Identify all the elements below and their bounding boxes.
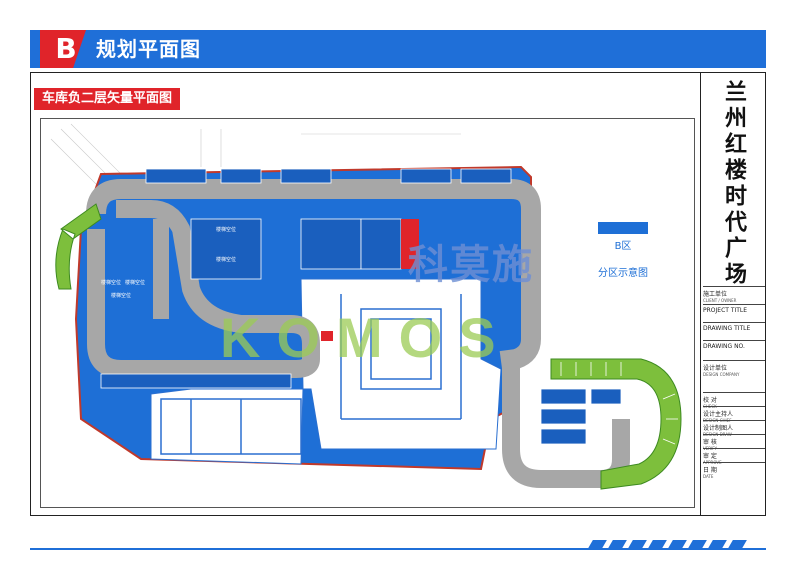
floor-plan-svg: 楼梯空位 楼梯空位 楼梯空位 楼梯空位 楼梯空位 <box>50 123 682 490</box>
title-block <box>700 72 766 516</box>
tb-row-drawing-title: DRAWING TITLE <box>703 322 765 338</box>
ramp-right <box>550 358 682 490</box>
legend-zone-label: B区 <box>614 241 632 252</box>
plan-label-stair-1: 楼梯空位 <box>216 226 236 233</box>
parking-stalls <box>100 168 622 445</box>
section-label: 车库负二层矢量平面图 <box>34 88 181 110</box>
project-name: 兰州红楼时代广场 <box>721 80 746 288</box>
drive-aisle-main <box>86 179 541 371</box>
tb-row-project-title: PROJECT TITLE <box>703 304 765 320</box>
header-bar <box>30 30 766 68</box>
drawing-frame <box>30 72 766 516</box>
ramp-left <box>55 203 102 290</box>
legend-note: 分区示意图 <box>598 268 648 279</box>
plan-label-stair-3: 楼梯空位 <box>101 279 121 286</box>
legend-zone-swatch <box>598 222 648 234</box>
footer-line <box>30 548 766 550</box>
watermark-cn: 科莫施 <box>408 242 534 288</box>
tb-row-drawing-no: DRAWING NO. <box>703 340 765 356</box>
core-marker-red-small <box>321 331 333 341</box>
drive-aisle-left-loop <box>87 200 320 378</box>
plan-label-stair-5: 楼梯空位 <box>111 292 131 299</box>
page-title: 规划平面图 <box>96 37 201 61</box>
plan-label-stair-2: 楼梯空位 <box>216 256 236 263</box>
floor-plan-area: 楼梯空位 楼梯空位 楼梯空位 楼梯空位 楼梯空位 <box>40 118 695 508</box>
plan-label-stair-4: 楼梯空位 <box>125 279 145 286</box>
building-core <box>150 278 502 465</box>
core-structure <box>160 294 462 455</box>
header-badge-letter: B <box>55 32 77 65</box>
ramp-stripes <box>560 362 678 445</box>
core-marker-red <box>401 219 419 269</box>
watermark-en: KOMOS <box>220 306 512 369</box>
